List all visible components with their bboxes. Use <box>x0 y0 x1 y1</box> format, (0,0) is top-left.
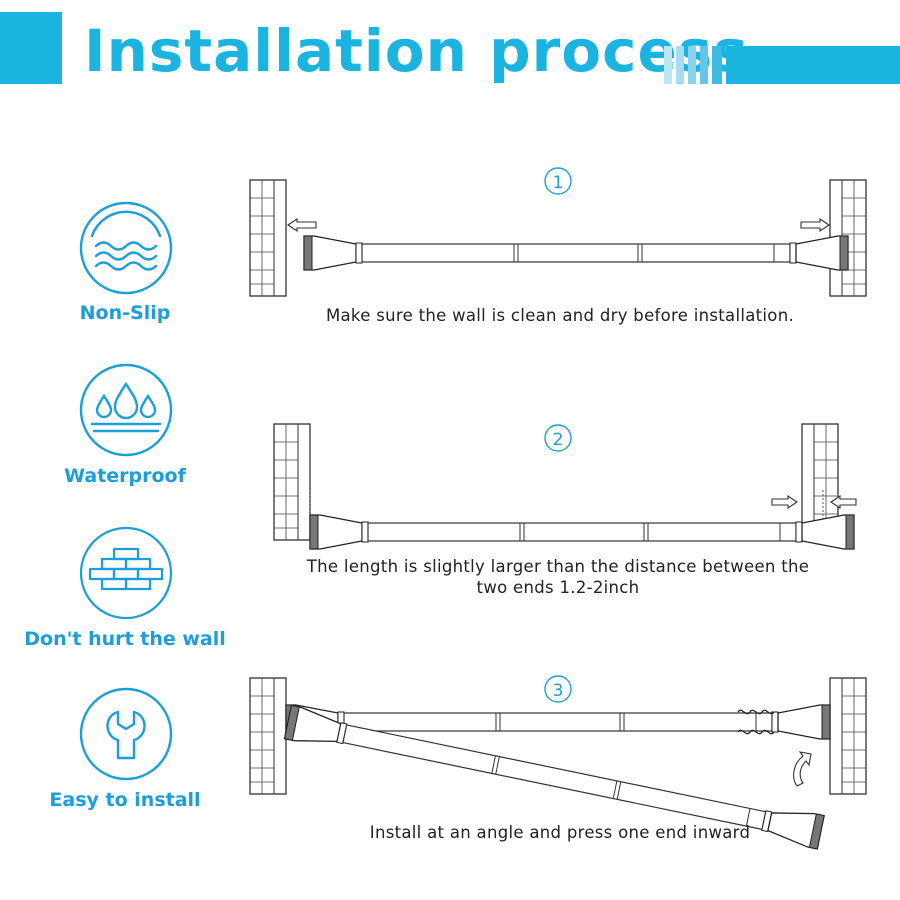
step-1-diagram <box>249 179 867 297</box>
step-2-caption-line-1: The length is slightly larger than the d… <box>306 557 810 576</box>
step-1-caption: Make sure the wall is clean and dry befo… <box>325 306 795 325</box>
title-accent-bar <box>0 12 62 84</box>
title-stripe-5 <box>712 46 722 84</box>
step-3-caption: Install at an angle and press one end in… <box>369 823 751 842</box>
step-2-caption-line-2: two ends 1.2-2inch <box>476 578 640 597</box>
wrench-icon <box>78 686 174 782</box>
step-number-2: 2 <box>543 423 573 453</box>
step-3-diagram <box>249 677 867 850</box>
water-drops-icon <box>78 362 174 458</box>
feature-label-easy-install: Easy to install <box>49 789 201 811</box>
circle-outline <box>544 167 572 195</box>
brick-wall-icon <box>78 525 174 621</box>
step-number-2-text: 2 <box>552 430 564 450</box>
page-title: Installation process <box>84 17 749 85</box>
circle-outline <box>544 424 572 452</box>
title-stripe-3 <box>688 46 696 84</box>
step-2-diagram <box>273 423 857 550</box>
feature-label-non-slip: Non-Slip <box>79 302 171 324</box>
waves-icon <box>78 200 174 296</box>
title-stripe-4 <box>700 46 708 84</box>
step-number-1-text: 1 <box>552 173 564 193</box>
step-number-3: 3 <box>543 674 573 704</box>
circle-outline <box>544 675 572 703</box>
title-stripe-2 <box>676 46 684 84</box>
feature-label-dont-hurt-wall: Don't hurt the wall <box>24 628 226 650</box>
title-stripe-long <box>726 46 900 84</box>
step-number-3-text: 3 <box>552 681 564 701</box>
feature-label-waterproof: Waterproof <box>64 465 186 487</box>
title-stripe-1 <box>664 46 672 84</box>
step-number-1: 1 <box>543 166 573 196</box>
